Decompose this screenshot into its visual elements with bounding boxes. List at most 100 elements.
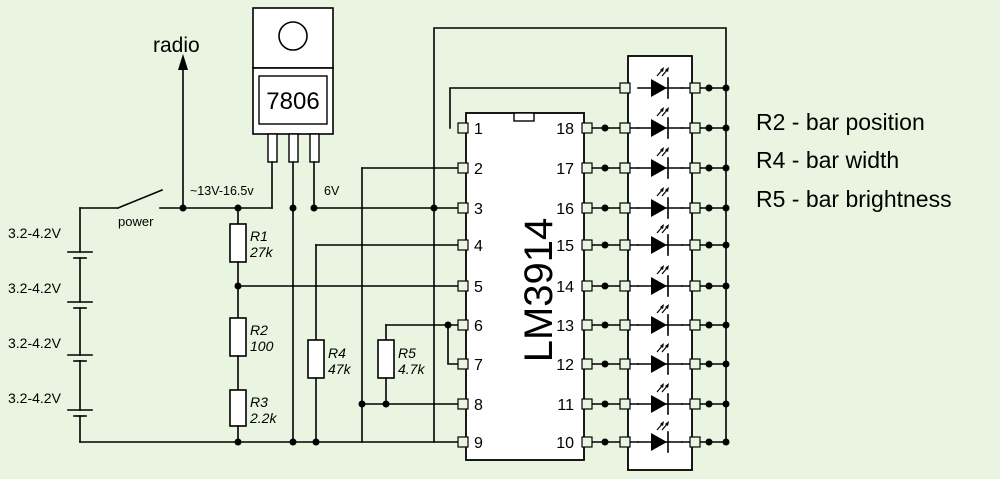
r4-value: 47k: [328, 361, 352, 377]
junction-dot: [289, 438, 297, 446]
chip-pin-pad: [581, 280, 593, 292]
chip-pin-pad: [457, 436, 469, 448]
led-icon: [651, 224, 669, 256]
pin-number: 9: [474, 435, 483, 452]
chip-pin-pad: [457, 398, 469, 410]
led-icon: [651, 67, 669, 99]
led-pad: [619, 82, 631, 94]
junction-dot: [705, 321, 713, 329]
led-icon: [651, 147, 669, 179]
right-pin-numbers: 18 17 16 15 14 13 12 11 10: [556, 121, 574, 452]
pin-number: 10: [556, 435, 574, 452]
pin-number: 12: [556, 357, 574, 374]
radio-label: radio: [153, 34, 200, 57]
chip-pin-pad: [581, 162, 593, 174]
led-pad: [689, 398, 701, 410]
junction-dot: [234, 438, 242, 446]
led-pad: [619, 358, 631, 370]
led-pad: [689, 202, 701, 214]
vout-label: 6V: [324, 184, 340, 198]
junction-dot: [705, 282, 713, 290]
junction-dot: [722, 282, 730, 290]
legend-item: R4 - bar width: [756, 147, 899, 173]
r2-value: 100: [250, 338, 274, 354]
legend-item: R5 - bar brightness: [756, 186, 952, 212]
chip-pin-pad: [581, 398, 593, 410]
junction-dot: [601, 360, 609, 368]
junction-dot: [705, 204, 713, 212]
led-pad: [689, 162, 701, 174]
pin-number: 15: [556, 238, 574, 255]
r1-value: 27k: [249, 244, 274, 260]
junction-dot: [705, 164, 713, 172]
power-switch-label: power: [118, 214, 154, 229]
pin-number: 1: [474, 121, 483, 138]
led-row: [583, 343, 727, 375]
led-icon: [651, 343, 669, 375]
junction-dot: [601, 321, 609, 329]
junction-dot: [722, 241, 730, 249]
radio-arrow-icon: [178, 54, 188, 70]
led-icon: [651, 187, 669, 219]
junction-dot: [234, 204, 242, 212]
pin-number: 14: [556, 279, 574, 296]
junction-dot: [705, 438, 713, 446]
resistor-r4: [307, 339, 325, 379]
junction-dot: [722, 204, 730, 212]
junction-dot: [722, 360, 730, 368]
legend-item: R2 - bar position: [756, 109, 925, 135]
junction-dot: [310, 204, 318, 212]
led-pad: [689, 82, 701, 94]
led-row: [637, 67, 727, 99]
resistor-r2: [229, 317, 247, 357]
junction-dot: [705, 84, 713, 92]
led-icon: [651, 304, 669, 336]
led-icon: [651, 265, 669, 297]
pin-number: 18: [556, 121, 574, 138]
led-rows: [583, 67, 727, 453]
chip-pin-pad: [581, 358, 593, 370]
battery-cell-label: 3.2-4.2V: [8, 225, 62, 241]
led-icon: [651, 421, 669, 453]
junction-dot: [722, 438, 730, 446]
battery-cell-label: 3.2-4.2V: [8, 280, 62, 296]
r3-name: R3: [250, 394, 268, 410]
chip-pin-pad: [457, 280, 469, 292]
battery-cell-label: 3.2-4.2V: [8, 335, 62, 351]
junction-dot: [312, 438, 320, 446]
pin-number: 6: [474, 318, 483, 335]
junction-dot: [722, 124, 730, 132]
led-pad: [619, 398, 631, 410]
resistor-r3: [229, 389, 247, 427]
junction-dot: [430, 204, 438, 212]
r3-value: 2.2k: [249, 410, 277, 426]
chip-pin-pad: [581, 436, 593, 448]
pin-number: 8: [474, 397, 483, 414]
led-pad: [619, 319, 631, 331]
led-pad: [689, 358, 701, 370]
led-pad: [619, 202, 631, 214]
chip-pin-pad: [581, 239, 593, 251]
pin-number: 11: [557, 397, 574, 414]
pin-number: 3: [474, 201, 483, 218]
pin-number: 16: [556, 201, 574, 218]
pin-number: 13: [556, 318, 574, 335]
junction-dot: [705, 360, 713, 368]
junction-dot: [289, 204, 297, 212]
junction-dot: [722, 321, 730, 329]
junction-dot: [722, 84, 730, 92]
legend: R2 - bar position R4 - bar width R5 - ba…: [756, 109, 952, 212]
voltage-regulator: 7806: [252, 7, 334, 163]
junction-dot: [601, 204, 609, 212]
pin-number: 4: [474, 238, 483, 255]
chip-pin-pad: [457, 319, 469, 331]
resistor-r5: [377, 339, 395, 379]
r2-name: R2: [250, 322, 268, 338]
pin-pads: [457, 82, 701, 448]
pin-number: 7: [474, 357, 483, 374]
r4-name: R4: [328, 345, 346, 361]
junction-dot: [179, 204, 187, 212]
junction-dot: [601, 438, 609, 446]
junction-dot: [234, 282, 242, 290]
